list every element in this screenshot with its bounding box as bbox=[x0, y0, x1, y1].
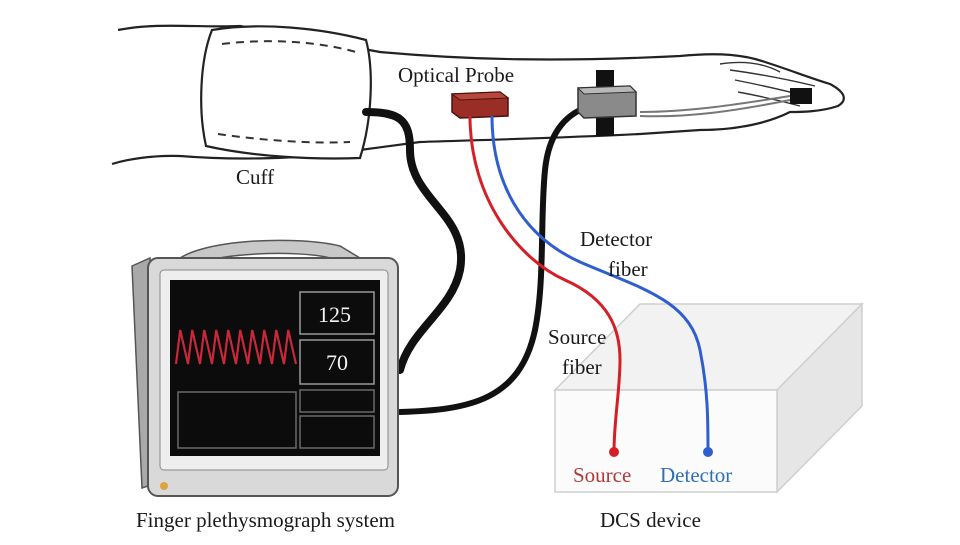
finger-lines bbox=[719, 61, 816, 107]
optical-probe bbox=[450, 91, 510, 119]
source-fiber bbox=[468, 115, 622, 453]
source-fiber-label-line1: Source bbox=[548, 325, 606, 349]
readout-bottom-value: 70 bbox=[326, 350, 348, 375]
source-port-label: Source bbox=[573, 463, 631, 487]
finger-clip bbox=[790, 88, 812, 104]
optical-probe-label: Optical Probe bbox=[398, 63, 514, 87]
screen-panel-lower-left bbox=[177, 391, 297, 449]
finger-cable bbox=[639, 95, 791, 118]
readout-panel-top bbox=[299, 291, 375, 335]
device-caption: DCS device bbox=[600, 508, 701, 532]
monitor-caption: Finger plethysmograph system bbox=[136, 508, 395, 532]
cuff-body bbox=[200, 25, 372, 160]
readout-top-value: 125 bbox=[318, 302, 351, 327]
monitor-screen bbox=[170, 280, 380, 456]
cuff-hose bbox=[362, 108, 466, 374]
plethysmograph-cable bbox=[397, 107, 583, 415]
pleth-waveform bbox=[174, 329, 298, 365]
cuff bbox=[200, 25, 372, 160]
plethysmograph-monitor bbox=[131, 239, 399, 497]
detector-fiber bbox=[490, 115, 710, 453]
dcs-device bbox=[553, 302, 864, 494]
dcs-front-face bbox=[554, 389, 778, 493]
power-led bbox=[160, 482, 168, 490]
detector-port bbox=[703, 447, 713, 457]
screen-panel-lower-right-a bbox=[299, 389, 375, 413]
detector-fiber-label-line1: Detector bbox=[580, 227, 652, 251]
cuff-label: Cuff bbox=[236, 165, 274, 189]
detector-port-label: Detector bbox=[660, 463, 732, 487]
detector-fiber-label-line2: fiber bbox=[608, 257, 648, 281]
source-fiber-label-line2: fiber bbox=[562, 355, 602, 379]
cuff-stitch-top bbox=[221, 40, 357, 53]
screen-panel-lower-right-b bbox=[299, 415, 375, 449]
source-port bbox=[609, 447, 619, 457]
readout-panel-bottom bbox=[299, 339, 375, 385]
cuff-stitch-bottom bbox=[217, 133, 351, 144]
grey-sensor bbox=[576, 85, 638, 119]
